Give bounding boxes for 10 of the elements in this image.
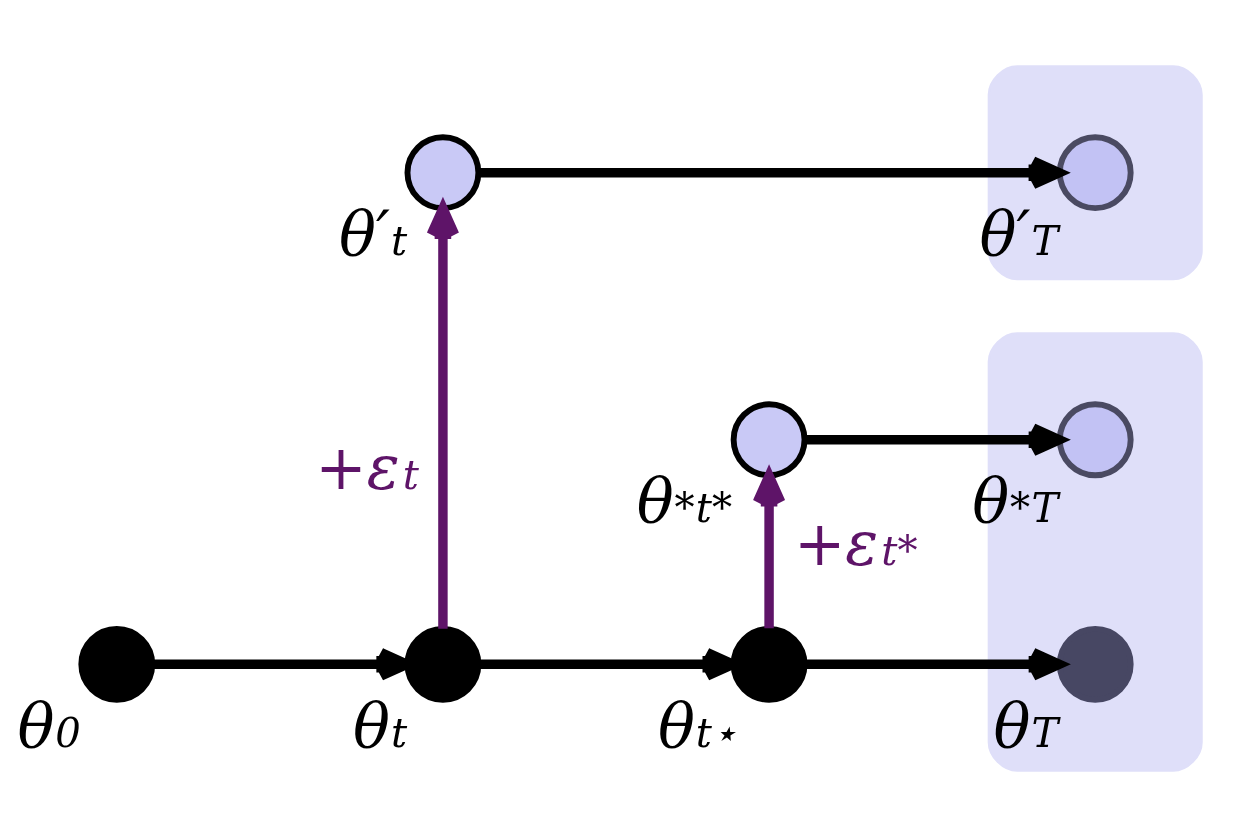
node-label: θ′T — [979, 197, 1059, 269]
edge-label: +εt — [315, 431, 419, 503]
node-label: θt — [353, 689, 408, 761]
node-label: θ*t* — [636, 464, 733, 536]
node-label: θ*T — [972, 464, 1059, 536]
node-label: θt⋆ — [658, 689, 737, 761]
node-label: θ′t — [338, 197, 408, 269]
node-label: θ0 — [17, 689, 81, 761]
edge-label: +εt* — [793, 507, 918, 579]
node-label: θT — [993, 689, 1059, 761]
